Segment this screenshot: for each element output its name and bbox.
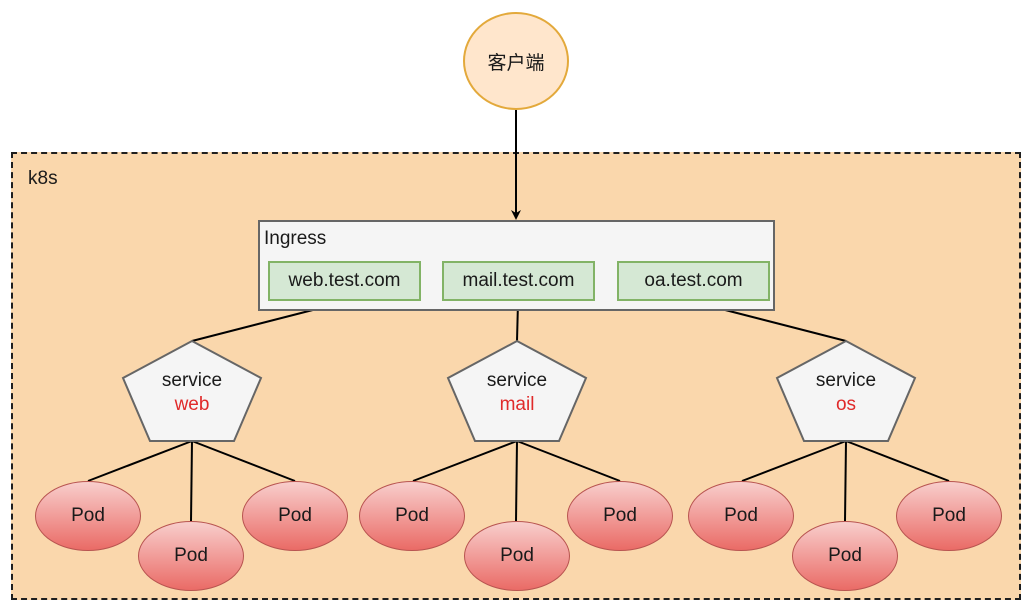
pod-label: Pod <box>395 505 429 526</box>
pod-label: Pod <box>71 505 105 526</box>
service-os-to-pod-3-connector <box>845 440 950 482</box>
pod-label: Pod <box>828 545 862 566</box>
service-os-text: service os <box>776 369 916 417</box>
service-name: mail <box>499 394 535 415</box>
pod-label: Pod <box>174 545 208 566</box>
pod-mail-3: Pod <box>567 481 673 551</box>
pod-os-3: Pod <box>896 481 1002 551</box>
client-node: 客户端 <box>463 12 569 110</box>
service-label: service <box>815 370 877 391</box>
service-name: web <box>174 394 210 415</box>
service-os-to-pod-1-connector <box>741 440 847 482</box>
service-mail-to-pod-1-connector <box>412 440 518 482</box>
cluster-label: k8s <box>28 168 58 189</box>
service-web-pentagon <box>121 339 263 442</box>
service-mail-pentagon <box>446 339 588 442</box>
pod-label: Pod <box>278 505 312 526</box>
service-name: os <box>835 394 857 415</box>
service-web-to-pod-3-connector <box>191 440 296 482</box>
ingress-label: Ingress <box>264 228 327 249</box>
service-web-to-pod-1-connector <box>87 440 193 482</box>
host-label: web.test.com <box>288 270 401 291</box>
host-label: mail.test.com <box>462 270 575 291</box>
pod-label: Pod <box>932 505 966 526</box>
pod-mail-2: Pod <box>464 521 570 591</box>
service-mail-to-pod-2-connector <box>515 440 518 522</box>
service-os-pentagon <box>775 339 917 442</box>
pod-label: Pod <box>603 505 637 526</box>
client-label: 客户端 <box>487 51 545 74</box>
host-label: oa.test.com <box>644 270 743 291</box>
pod-web-3: Pod <box>242 481 348 551</box>
pod-mail-1: Pod <box>359 481 465 551</box>
service-web-to-pod-2-connector <box>190 440 193 522</box>
pod-web-2: Pod <box>138 521 244 591</box>
service-label: service <box>161 370 223 391</box>
service-mail-to-pod-3-connector <box>516 440 621 482</box>
pod-os-1: Pod <box>688 481 794 551</box>
ingress-host-web: web.test.com <box>268 261 421 301</box>
service-web-text: service web <box>122 369 262 417</box>
pod-os-2: Pod <box>792 521 898 591</box>
service-mail-text: service mail <box>447 369 587 417</box>
pod-label: Pod <box>500 545 534 566</box>
service-label: service <box>486 370 548 391</box>
service-os-to-pod-2-connector <box>844 440 847 522</box>
ingress-host-oa: oa.test.com <box>617 261 770 301</box>
pod-web-1: Pod <box>35 481 141 551</box>
ingress-host-mail: mail.test.com <box>442 261 595 301</box>
pod-label: Pod <box>724 505 758 526</box>
